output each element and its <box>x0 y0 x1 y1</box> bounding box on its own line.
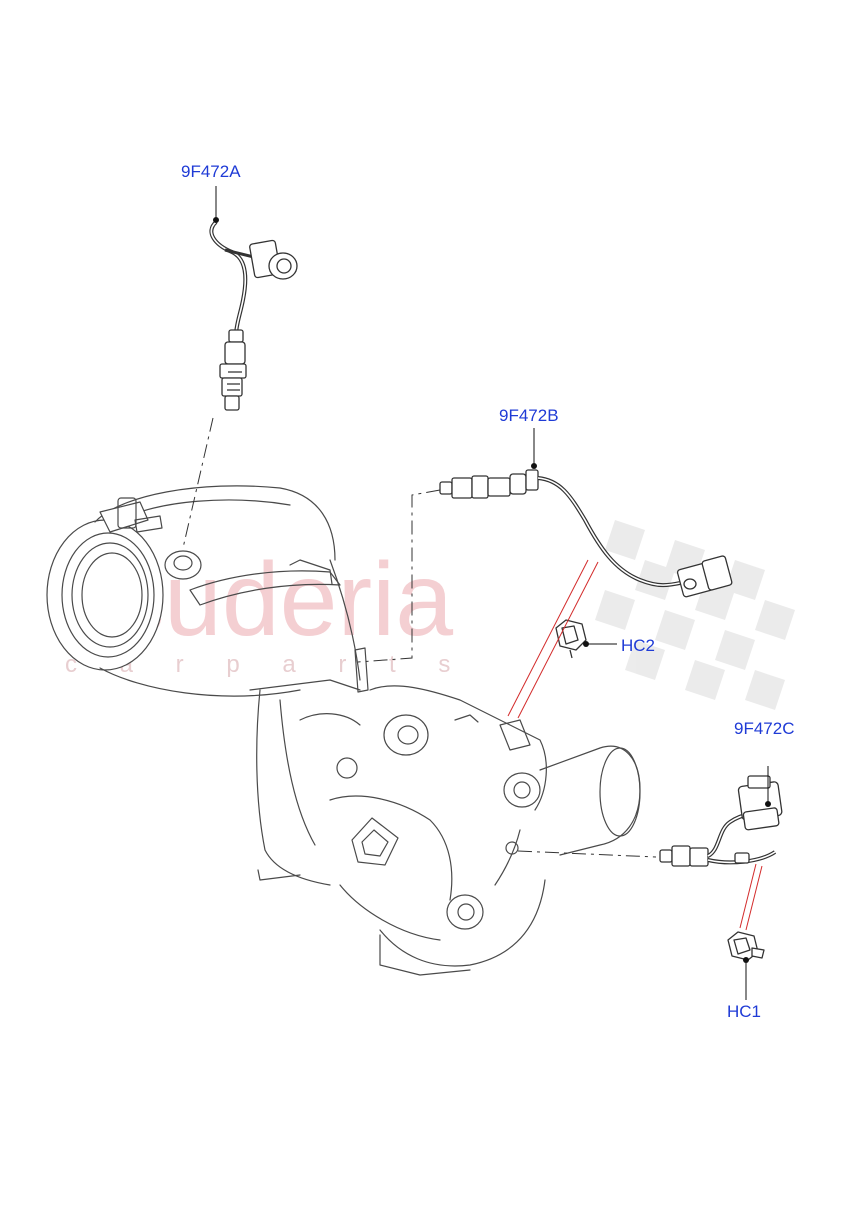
callout-dot-9F472B <box>531 463 537 469</box>
callout-label-9F472C[interactable]: 9F472C <box>734 719 795 738</box>
leader-9F472B <box>357 489 441 663</box>
oxygen-sensor-9F472B[interactable] <box>439 469 733 598</box>
catalytic-converter-assembly <box>46 485 641 976</box>
callout-label-9F472B[interactable]: 9F472B <box>499 406 559 425</box>
callout-dot-9F472C <box>765 801 771 807</box>
leader-9F472A <box>182 417 214 549</box>
red-leaders-HC1 <box>739 863 763 931</box>
leader-9F472C <box>517 850 657 858</box>
clip-HC1[interactable] <box>727 931 765 961</box>
callout-label-9F472A[interactable]: 9F472A <box>181 162 241 181</box>
callout-dot-HC1 <box>743 957 749 963</box>
callout-dot-9F472A <box>213 217 219 223</box>
oxygen-sensor-9F472A[interactable] <box>209 220 298 411</box>
oxygen-sensor-9F472C[interactable] <box>659 775 783 867</box>
callout-label-HC2[interactable]: HC2 <box>621 636 656 655</box>
callout-dot-HC2 <box>583 641 589 647</box>
checker-flag-watermark <box>595 520 795 710</box>
clip-HC2[interactable] <box>555 619 587 659</box>
red-leaders-HC2 <box>507 559 599 719</box>
callout-label-HC1[interactable]: HC1 <box>727 1002 762 1021</box>
